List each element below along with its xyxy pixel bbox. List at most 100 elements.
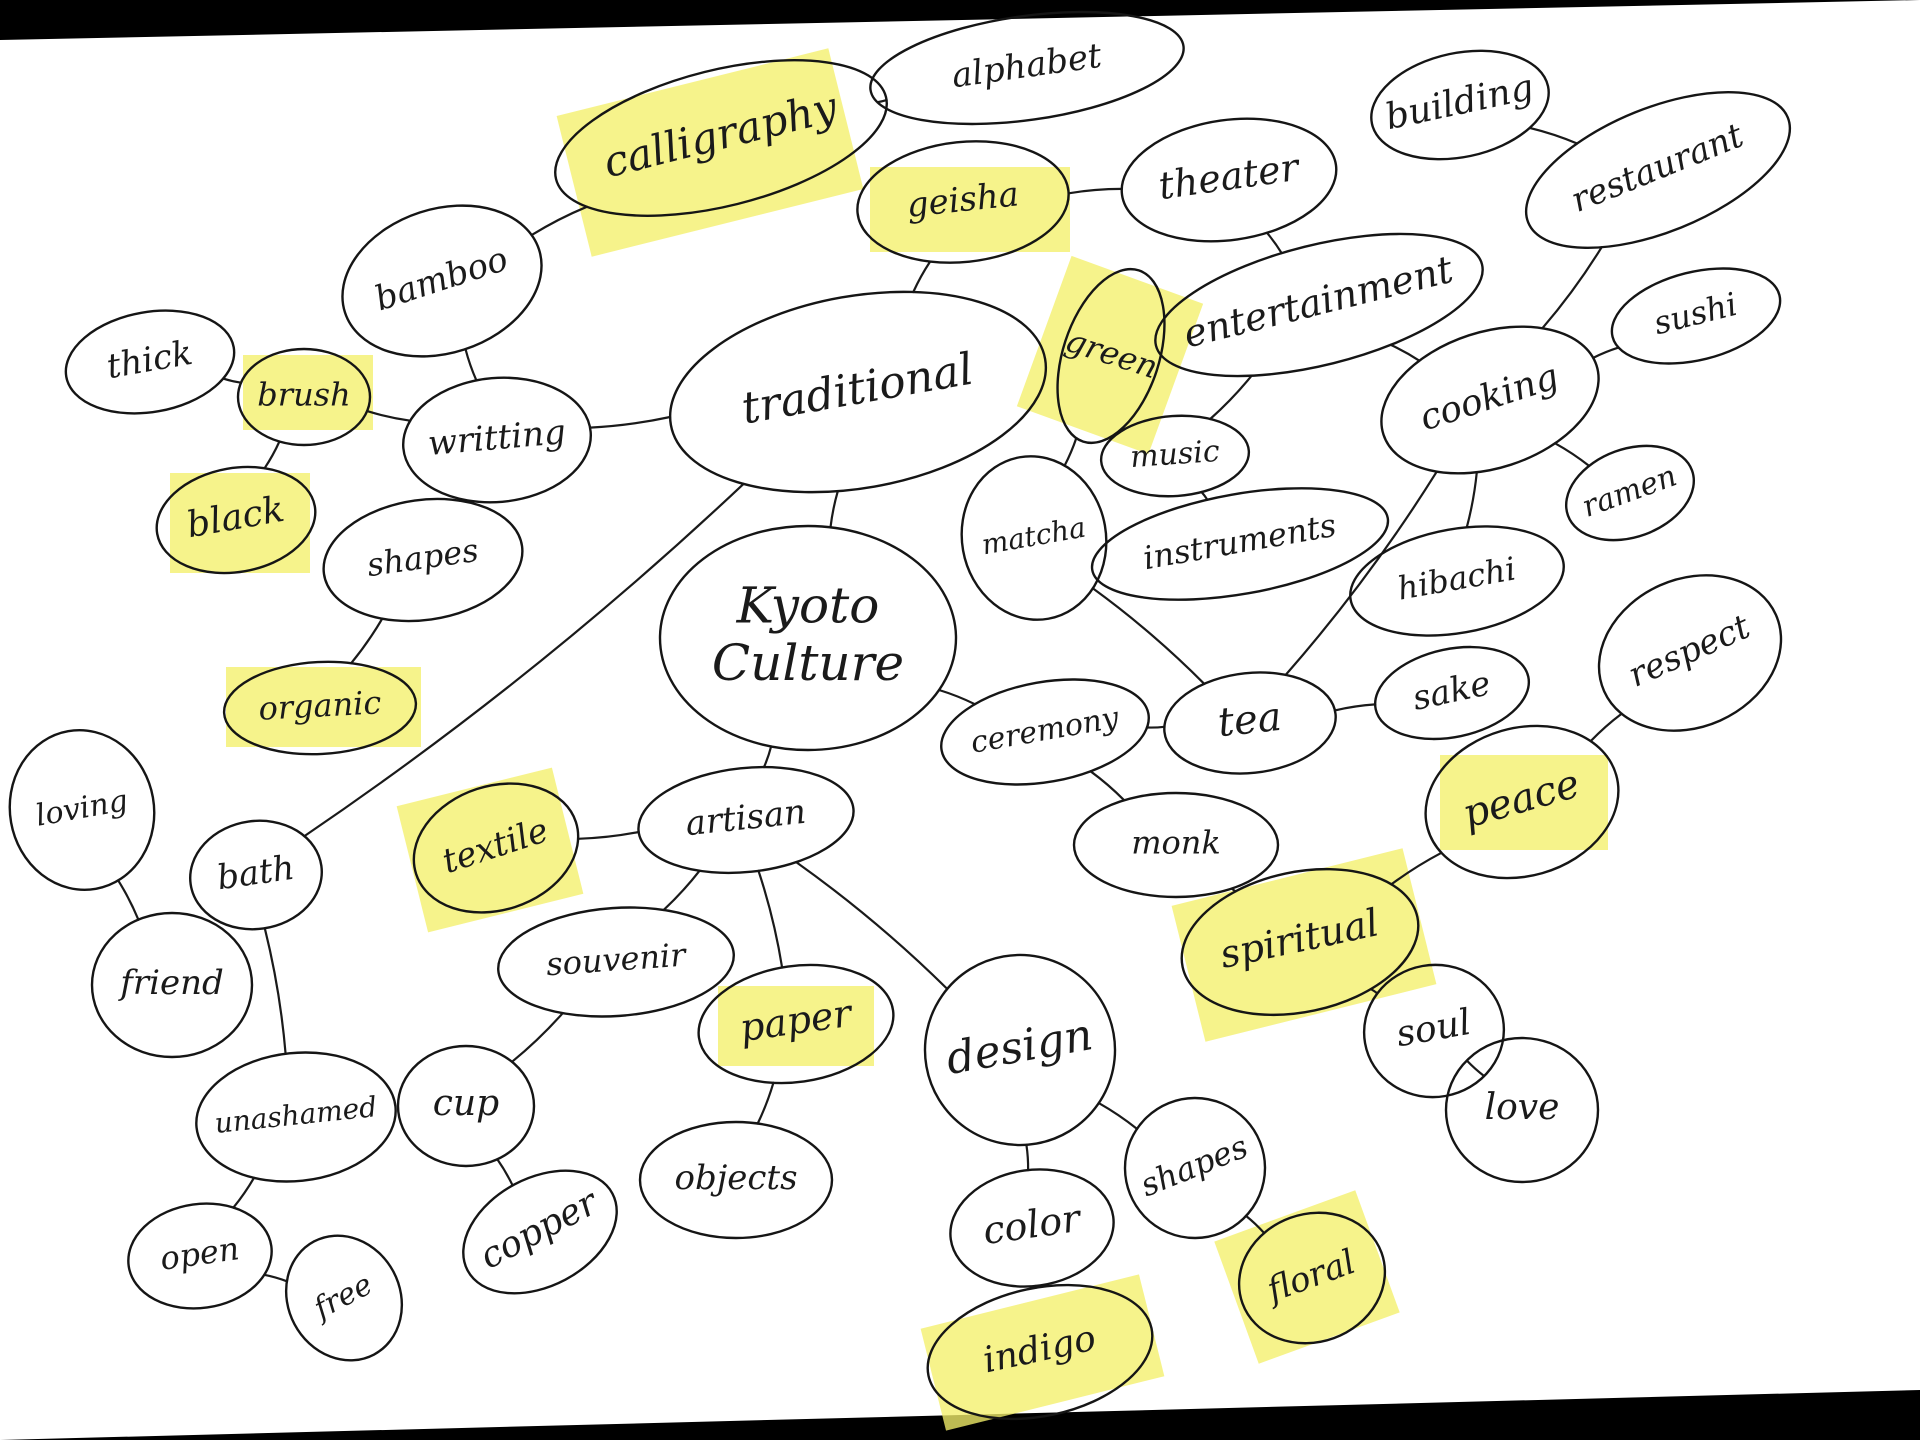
node-label-brush: brush <box>257 376 350 414</box>
node-oval-monk <box>1072 791 1280 899</box>
highlight-organic <box>226 667 421 747</box>
edge-soul-love <box>1465 1059 1486 1078</box>
edge-cooking-hibachi <box>1465 471 1478 529</box>
node-oval-sushi <box>1610 267 1782 365</box>
node-oval-free <box>284 1234 404 1362</box>
node-label-friend: friend <box>117 963 224 1003</box>
node-love: love <box>1444 1036 1600 1184</box>
node-oval-peace <box>1424 724 1620 880</box>
node-oval-love <box>1444 1036 1600 1184</box>
edge-spiritual-peace <box>1390 851 1443 886</box>
node-oval-textile <box>412 782 580 914</box>
highlight-green <box>1016 255 1204 455</box>
node-monk: monk <box>1072 791 1280 899</box>
highlight-floral <box>1214 1190 1400 1364</box>
node-oval-indigo <box>926 1283 1154 1421</box>
node-cup: cup <box>396 1044 536 1168</box>
node-oval-traditional <box>668 290 1048 494</box>
highlighter-layer <box>170 48 1608 1431</box>
edge-kyoto-culture-artisan <box>762 745 773 769</box>
highlight-geisha <box>870 167 1070 252</box>
edge-shapes-right-floral <box>1244 1214 1266 1235</box>
edge-cup-copper <box>496 1158 514 1187</box>
edge-loving-friend <box>117 879 140 921</box>
edge-traditional-bath <box>303 482 745 838</box>
highlight-calligraphy <box>556 48 864 257</box>
node-oval-instruments <box>1090 487 1390 601</box>
node-oval-artisan <box>637 765 855 875</box>
node-oval-calligraphy <box>554 59 888 217</box>
connector-layer <box>117 99 1623 1289</box>
node-brush: brush <box>236 347 372 447</box>
edge-peace-respect <box>1589 712 1623 743</box>
node-oval-souvenir <box>497 906 735 1018</box>
edge-design-color <box>1025 1143 1030 1172</box>
node-music: music <box>1099 414 1251 498</box>
highlight-spiritual <box>1171 848 1437 1042</box>
node-oval-loving <box>8 729 156 891</box>
highlight-indigo <box>920 1274 1165 1431</box>
edge-bath-unashamed <box>263 927 287 1055</box>
node-oval-sake <box>1373 645 1531 741</box>
edge-ceremony-monk <box>1089 770 1126 802</box>
node-label-cup: cup <box>433 1083 499 1124</box>
node-oval-theater <box>1120 117 1338 243</box>
node-oval-spiritual <box>1180 867 1420 1017</box>
node-oval-hibachi <box>1349 525 1565 637</box>
node-oval-green <box>1056 267 1166 445</box>
node-label-kyoto-culture-1: Kyoto <box>736 576 880 634</box>
edge-bamboo-calligraphy <box>530 205 588 237</box>
node-oval-building <box>1370 49 1550 161</box>
node-bath: bath <box>189 819 323 931</box>
node-oval-ceremony <box>940 678 1150 786</box>
node-oval-ramen <box>1564 444 1696 542</box>
edge-artisan-paper <box>757 869 784 969</box>
node-oval-black <box>155 465 317 575</box>
edge-paper-objects <box>756 1081 775 1125</box>
edge-entertainment-music <box>1209 374 1253 421</box>
node-oval-entertainment <box>1154 232 1484 378</box>
edge-building-restaurant <box>1528 126 1579 145</box>
edge-matcha-tea <box>1091 587 1206 685</box>
node-oval-alphabet <box>869 10 1185 126</box>
highlight-peace <box>1440 755 1608 850</box>
edge-open-free <box>263 1273 288 1283</box>
node-oval-shapes-left <box>322 497 524 623</box>
node-oval-copper <box>462 1169 618 1295</box>
edge-kyoto-culture-traditional <box>829 490 839 529</box>
node-label-organic: organic <box>258 683 383 727</box>
node-label-monk: monk <box>1131 824 1221 862</box>
highlight-paper <box>718 986 874 1066</box>
edge-kyoto-culture-ceremony <box>938 688 976 706</box>
edge-design-shapes-right <box>1097 1102 1139 1130</box>
node-oval-organic <box>222 660 418 756</box>
node-label-music: music <box>1129 434 1221 475</box>
node-oval-cooking <box>1380 325 1600 475</box>
node-oval-design <box>923 953 1117 1147</box>
edge-artisan-design <box>795 861 949 990</box>
edge-entertainment-cooking <box>1389 343 1421 362</box>
edge-green-matcha <box>1063 437 1078 467</box>
node-label-tea: tea <box>1216 694 1284 746</box>
node-oval-open <box>127 1202 273 1310</box>
edge-cooking-sushi <box>1592 346 1620 359</box>
node-oval-friend <box>90 911 254 1059</box>
edge-writting-bamboo <box>464 348 478 382</box>
node-oval-tea <box>1163 671 1337 775</box>
node-friend: friend <box>90 911 254 1059</box>
edge-tea-ceremony <box>1145 725 1166 729</box>
node-objects: objects <box>638 1120 834 1240</box>
node-oval-bath <box>189 819 323 931</box>
edge-restaurant-cooking <box>1541 246 1603 330</box>
node-oval-floral <box>1237 1211 1387 1345</box>
node-oval-writting <box>402 376 592 504</box>
node-organic: organic <box>222 660 418 756</box>
node-oval-color <box>949 1168 1115 1288</box>
edge-unashamed-open <box>232 1176 256 1209</box>
edge-traditional-geisha <box>912 260 932 294</box>
node-oval-paper <box>697 963 895 1085</box>
